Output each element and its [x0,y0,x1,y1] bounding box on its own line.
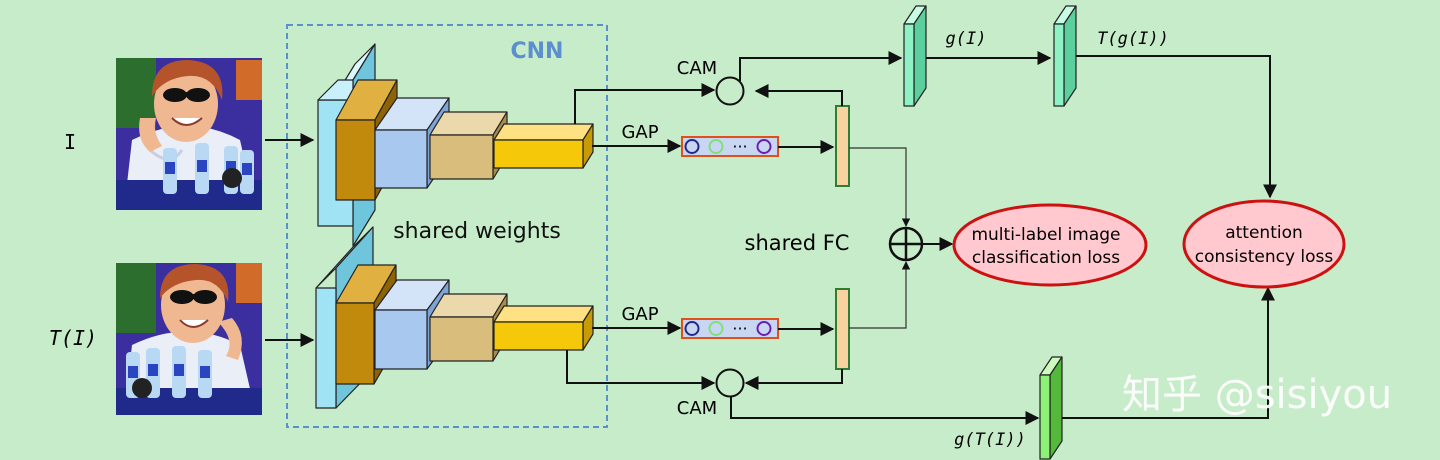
attention-loss-node: attention consistency loss [1182,199,1346,289]
classification-loss-node: multi-label image classification loss [952,203,1148,287]
cnn-stack-bottom [315,226,594,409]
cam-node-bottom [715,368,745,398]
sum-icon [888,226,924,262]
gap-node-n [756,139,772,154]
arrow-T-g-I-to-att-loss [1076,55,1277,199]
fc-layer-bottom [835,288,850,370]
arrow-features-to-cam-bottom [566,350,716,390]
classification-loss-line-1: multi-label image [971,225,1120,245]
fc-layer-top [835,105,850,187]
cam-node-top [715,76,745,106]
cnn-layer-5 [493,123,594,169]
input-image-original [116,58,262,210]
gap-vector-bottom: ··· [681,318,779,339]
watermark-text: 知乎 @sisiyou [1122,372,1392,418]
arrow-fc-to-cam-top [754,84,843,106]
cnn-layer-5 [493,305,594,351]
input-label-I: I [64,130,76,154]
arrow-cam-to-att-top [739,51,903,81]
arrow-fc-to-cam-bottom [744,369,843,390]
gap-node-n [756,321,772,336]
gap-node-1 [684,321,700,336]
gap-node-2 [708,321,724,336]
cnn-boundary [286,24,608,428]
attention-map-g-T-I [1039,356,1063,460]
arrow-g-T-I-to-att-loss [1062,286,1275,419]
shared-fc-label: shared FC [745,231,850,255]
arrow-fc-bottom-to-sum [849,261,911,329]
label-g-I: g(I) [946,29,987,49]
attention-loss-line-1: attention [1225,223,1303,243]
cam-label-top: CAM [677,58,717,79]
gap-vector-top: ··· [681,136,779,157]
arrow-features-to-cam-top [574,83,716,124]
gap-label-top: GAP [621,122,658,143]
cnn-title: CNN [511,39,564,64]
gap-node-1 [684,139,700,154]
gap-ellipsis: ··· [732,319,747,338]
arrow-cam-to-att-bottom [730,397,1040,425]
input-label-T-I: T(I) [49,326,97,350]
gap-node-2 [708,139,724,154]
arrow-fc-top-to-sum [849,147,911,227]
cam-label-bottom: CAM [677,398,717,419]
attention-loss-line-2: consistency loss [1195,247,1334,267]
label-g-T-I: g(T(I)) [954,430,1026,450]
input-image-transformed [116,263,262,415]
attention-map-g-I [903,5,927,107]
gap-label-bottom: GAP [621,304,658,325]
shared-weights-label: shared weights [393,219,561,244]
cnn-stack-top [317,43,594,247]
classification-loss-line-2: classification loss [972,248,1120,268]
label-T-g-I: T(g(I)) [1097,29,1169,49]
gap-ellipsis: ··· [732,137,747,156]
attention-map-T-g-I [1053,5,1077,107]
